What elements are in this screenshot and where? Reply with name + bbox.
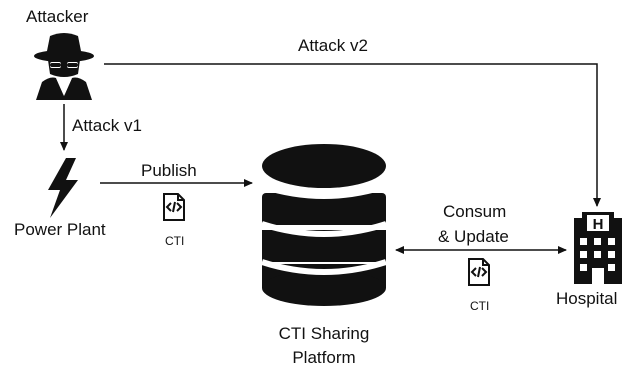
svg-text:H: H [593,216,604,233]
spy-icon [34,33,94,100]
consume-label: Consum [443,202,507,221]
attack-v1-label: Attack v1 [72,116,142,135]
code-document-icon [468,258,490,286]
attack-v2-arrow [104,63,601,207]
hospital-building-icon: H [574,212,622,284]
lightning-bolt-icon [48,158,78,218]
platform-label-line2: Platform [292,348,356,367]
platform-label-line1: CTI Sharing [278,324,370,343]
exchange-cti-label: CTI [470,299,490,313]
hospital-label: Hospital [556,289,618,308]
code-document-icon [163,193,185,221]
attacker-label: Attacker [26,7,89,26]
attack-v2-label: Attack v2 [298,36,368,55]
database-icon [261,144,387,306]
publish-label: Publish [141,161,197,180]
publish-cti-label: CTI [165,234,185,248]
update-label: & Update [438,227,509,246]
power-plant-label: Power Plant [14,220,106,239]
